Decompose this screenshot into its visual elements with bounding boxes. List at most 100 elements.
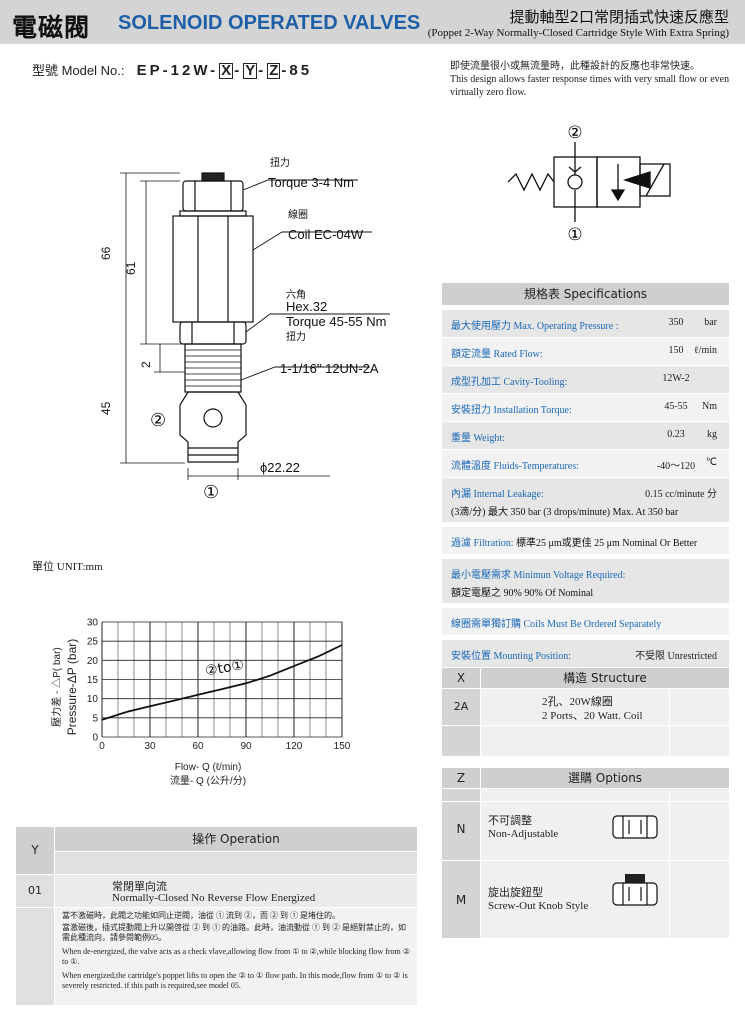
- model-number: 型號 Model No.: EP-12W-X-Y-Z-85: [32, 60, 312, 79]
- coil-cn-label: 線圈: [288, 208, 308, 221]
- spec-value: -40～120: [656, 461, 696, 472]
- operation-note: When energized,the cartridge's poppet li…: [62, 971, 408, 990]
- operation-title: 操作 Operation: [192, 832, 280, 846]
- model-code: EP-12W-X-Y-Z-85: [137, 62, 312, 79]
- spec-rows: 最大使用壓力 Max. Operating Pressure : 350 bar 額…: [442, 309, 729, 667]
- operation-note: 當不激磁時，此閥之功能如同止逆閥，油從 ① 流到 ②，而 ② 到 ① 是堵住的。: [62, 911, 340, 920]
- y-tick-label: 25: [87, 637, 99, 648]
- spec-label: 安裝位置 Mounting Position:: [451, 651, 572, 662]
- model-sep: -: [258, 62, 267, 79]
- nut-top: [182, 180, 244, 212]
- nut-non-adjustable-icon: [612, 815, 658, 839]
- spec-value: 12W-2: [662, 373, 690, 384]
- y-tick-label: 15: [87, 675, 99, 686]
- model-z-box: Z: [267, 62, 281, 79]
- y-tick-label: 30: [87, 618, 99, 629]
- unit-label: 單位 UNIT:mm: [32, 561, 103, 573]
- structure-code: 2A: [453, 700, 469, 713]
- model-y-box: Y: [243, 62, 258, 79]
- x-tick-label: 120: [286, 741, 303, 752]
- option-m-en: Screw-Out Knob Style: [488, 900, 589, 912]
- y-tick-label: 5: [92, 713, 98, 724]
- hydraulic-symbol: ② ①: [507, 123, 671, 245]
- spec-row-leakage: 內漏 Internal Leakage:0.15 cc/minute 分(3滴/…: [442, 477, 729, 522]
- spec-row-coils: 線圈需單獨訂購 Coils Must Be Ordered Separately: [442, 607, 729, 635]
- spec-row-voltage: 最小電壓需求 Minimun Voltage Required:額定電壓之 90…: [442, 558, 729, 603]
- spec-unit: bar: [704, 317, 717, 328]
- structure-col-letter: X: [456, 671, 466, 685]
- spec-row: 成型孔加工 Cavity-Tooling: 12W-2: [442, 365, 729, 393]
- spec-value: 不受限 Unrestricted: [635, 651, 717, 662]
- valve-drawing: 扭力 Torque 3-4 Nm 線圈 Coil EC-04W 六角 Hex.3…: [99, 156, 390, 503]
- torque-label: Torque 3-4 Nm: [268, 175, 354, 190]
- x-tick-label: 90: [240, 741, 252, 752]
- diameter-label: ϕ22.22: [260, 460, 300, 475]
- spec-label: 最大使用壓力 Max. Operating Pressure :: [451, 321, 619, 332]
- hex-torque-cn-label: 扭力: [286, 330, 306, 343]
- spec-label: 流體溫度 Fluids-Temperatures:: [451, 461, 579, 472]
- dim-61: 61: [124, 261, 138, 275]
- options-table: Z 選購 Options N 不可調整 Non-Adjustable M 旋出旋…: [442, 768, 729, 938]
- structure-desc-cn: 2孔、20W線圈: [542, 696, 613, 708]
- model-label: 型號 Model No.:: [32, 63, 125, 78]
- symbol-port1: ①: [567, 225, 582, 245]
- model-suffix: -85: [281, 62, 313, 79]
- operation-note: When de-energized, the valve acts as a c…: [62, 947, 410, 966]
- spec-label: 成型孔加工 Cavity-Tooling:: [451, 377, 568, 388]
- options-col-letter: Z: [456, 771, 466, 785]
- operation-note: 當激磁後，插式提動閥上升以開啓從 ② 到 ① 的油路。此時，油流動從 ① 到 ②…: [62, 923, 406, 942]
- spec-value: 350: [668, 317, 684, 328]
- spec-row-filtration: 過濾 Filtration: 標準25 μm或更佳 25 μm Nominal …: [442, 526, 729, 554]
- spec-label: 安裝扭力 Installation Torque:: [451, 405, 572, 416]
- operation-desc-en: Normally-Closed No Reverse Flow Energize…: [112, 892, 316, 904]
- spec-unit: Nm: [702, 401, 717, 412]
- dim-45: 45: [99, 401, 113, 415]
- title-en: SOLENOID OPERATED VALVES: [118, 12, 421, 34]
- hex-nut: [179, 321, 247, 345]
- x-tick-label: 30: [144, 741, 156, 752]
- structure-desc-en: 2 Ports、20 Watt. Coil: [542, 710, 643, 722]
- spec-value: 0.15 cc/minute 分: [645, 489, 717, 500]
- dim-66: 66: [99, 246, 113, 260]
- spec-row: 最大使用壓力 Max. Operating Pressure : 350 bar: [442, 309, 729, 337]
- subtitle-cn: 提動軸型2口常閉插式快速反應型: [509, 8, 729, 26]
- description-cn: 即使流量很小或無流量時，此種設計的反應也非常快速。: [450, 61, 700, 72]
- symbol-port2: ②: [567, 123, 582, 143]
- spec-title: 規格表 Specifications: [442, 283, 729, 305]
- spec-unit: ℓ/min: [693, 345, 717, 356]
- drawing-port1: ①: [203, 482, 219, 503]
- x-tick-label: 60: [192, 741, 204, 752]
- spec-row: 流體溫度 Fluids-Temperatures: -40～120 ℃: [442, 449, 729, 477]
- knob-icon: [201, 172, 225, 182]
- chart-ylabel-cn: 壓力差 - △P( bar): [50, 647, 63, 726]
- check-ball-icon: [567, 174, 583, 190]
- filtration-value: 標準25 μm或更佳 25 μm Nominal Or Better: [516, 538, 698, 549]
- y-tick-label: 0: [92, 733, 98, 744]
- spec-label: 重量 Weight:: [451, 433, 505, 444]
- dim-2: 2: [139, 361, 153, 368]
- operation-table: Y 操作 Operation 01 常閉單向流 Normally-Closed …: [16, 827, 417, 1005]
- operation-notes: 當不激磁時，此閥之功能如同止逆閥，油從 ① 流到 ②，而 ② 到 ① 是堵住的。…: [62, 911, 410, 991]
- chart-xlabel-cn: 流量- Q (公升/分): [170, 774, 246, 787]
- spec-value: 0.23: [667, 429, 685, 440]
- port-hole: [203, 408, 223, 428]
- spec-label: 內漏 Internal Leakage:: [451, 489, 544, 500]
- chart-series-line: [101, 644, 343, 721]
- spec-sub: 額定電壓之 90% 90% Of Nominal: [451, 588, 594, 599]
- spec-label: 線圈需單獨訂購 Coils Must Be Ordered Separately: [451, 619, 662, 630]
- x-tick-label: 150: [334, 741, 351, 752]
- torque-cn-label: 扭力: [270, 156, 290, 169]
- option-n-en: Non-Adjustable: [488, 828, 559, 840]
- option-code-n: N: [456, 822, 466, 836]
- option-n-cn: 不可調整: [488, 815, 532, 827]
- model-x-box: X: [219, 62, 234, 79]
- spec-unit: ℃: [705, 457, 717, 468]
- spec-unit: kg: [707, 429, 717, 440]
- options-title: 選購 Options: [567, 771, 643, 785]
- model-sep: -: [234, 62, 243, 79]
- chart-grid: [101, 621, 343, 738]
